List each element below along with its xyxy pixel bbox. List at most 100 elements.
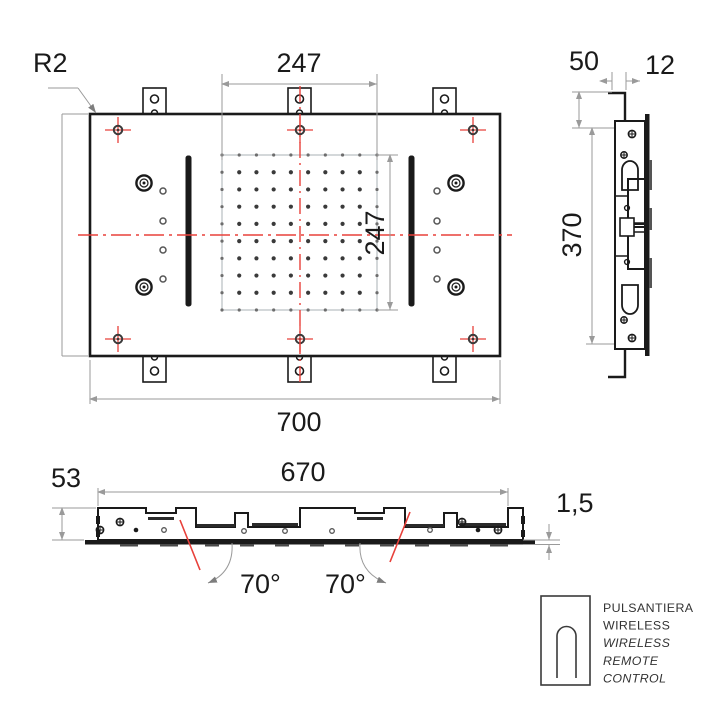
side-upper-flange [608,91,627,121]
nozzle-dot [306,273,311,278]
side-lower-flange [608,349,627,379]
nozzle-dot [306,239,311,244]
dim-50-label: 50 [569,46,599,76]
nozzle-dot [323,256,328,261]
plan-view: 247 247 700 R2 [33,48,512,437]
nozzle-dot [254,273,259,278]
side-oblong-slots [621,160,639,315]
end-tab [521,516,525,524]
nozzle-dot [323,187,328,192]
small-hole [623,258,631,266]
dim-247-vertical-label: 247 [360,210,390,255]
screw [627,129,637,139]
nozzle-dot [375,256,379,260]
section-body-profile [97,507,524,541]
dim-247-horizontal-label: 247 [276,48,321,78]
legend-line: WIRELESS [603,619,670,633]
nozzle-dot [375,239,379,243]
large-port [447,278,465,296]
nozzle-dot [288,239,293,244]
nozzle-dot [220,170,224,174]
mounting-tab [287,87,312,119]
dim-12 [599,72,640,90]
screw [493,525,503,535]
nozzle-dot [272,308,276,312]
nozzle-dot [357,290,362,295]
small-hole [433,187,441,195]
nozzle-dot [271,187,276,192]
dim-50 [572,91,612,129]
nozzle-dot [323,153,327,157]
small-hole [427,527,433,533]
nozzle-dot [375,170,379,174]
nozzle-dot [288,187,293,192]
nozzle-dot [288,256,293,261]
nozzle-dot [375,273,379,278]
nozzle-dot [254,204,259,209]
nozzle-dot [358,153,362,157]
nozzle-dot [340,239,345,244]
nozzle-dot [357,204,362,209]
nozzle-dot [306,308,310,312]
legend-icon-box [540,595,591,686]
small-hole [161,527,167,533]
corner-crosshair [460,117,486,143]
plan-right-features [408,155,465,307]
plan-left-features [135,155,192,307]
nozzle-dot [288,273,293,278]
dot [133,527,139,533]
nozzle-dot [340,273,345,278]
nozzle-dot [237,256,242,261]
small-hole [329,528,335,534]
nozzle-dot [254,153,259,157]
corner-crosshair [105,117,131,143]
dim-370 [586,127,614,345]
nozzle-dot [340,204,345,209]
nozzle-dot [289,153,293,157]
legend-line: REMOTE [603,654,659,668]
nozzle-dot [289,308,293,312]
section-base-plate [85,540,535,545]
nozzle-dot [288,204,293,209]
small-hole [433,246,441,254]
legend-line: CONTROL [603,671,666,685]
angle-right-label: 70° [325,569,366,599]
r2-label: R2 [33,48,68,78]
light-strip [408,155,415,307]
nozzle-dot [306,170,311,175]
small-hole [433,275,441,283]
nozzle-dot [306,221,311,226]
nozzle-dot [323,308,327,312]
nozzle-dot [375,291,379,295]
nozzle-dot [323,290,328,295]
small-hole [433,217,441,225]
nozzle-dot [220,222,224,226]
dim-247-vertical [377,154,398,311]
nozzle-dot [375,187,379,192]
nozzle-dot [357,170,362,175]
end-tab [96,530,100,537]
nozzle-dot [340,290,345,295]
nozzle-dot [220,291,224,295]
nozzle-dot [220,273,224,278]
end-tab [521,530,525,537]
screw [115,517,125,527]
small-hole [241,528,247,534]
dim-247-horizontal [221,74,378,160]
nozzle-dot [271,290,276,295]
nozzle-dot [288,170,293,175]
nozzle-dot [340,153,345,157]
nozzle-dot [357,221,362,226]
nozzle-dot [237,273,242,278]
end-tab [96,516,100,524]
section-fasteners [95,516,525,537]
nozzle-dot [237,221,242,226]
small-hole [159,246,167,254]
legend-line: WIRELESS [603,636,671,650]
nozzle-dot [375,222,379,226]
nozzle-dot [306,153,310,157]
angle-leaders [207,542,387,584]
dim-370-label: 370 [557,212,587,257]
